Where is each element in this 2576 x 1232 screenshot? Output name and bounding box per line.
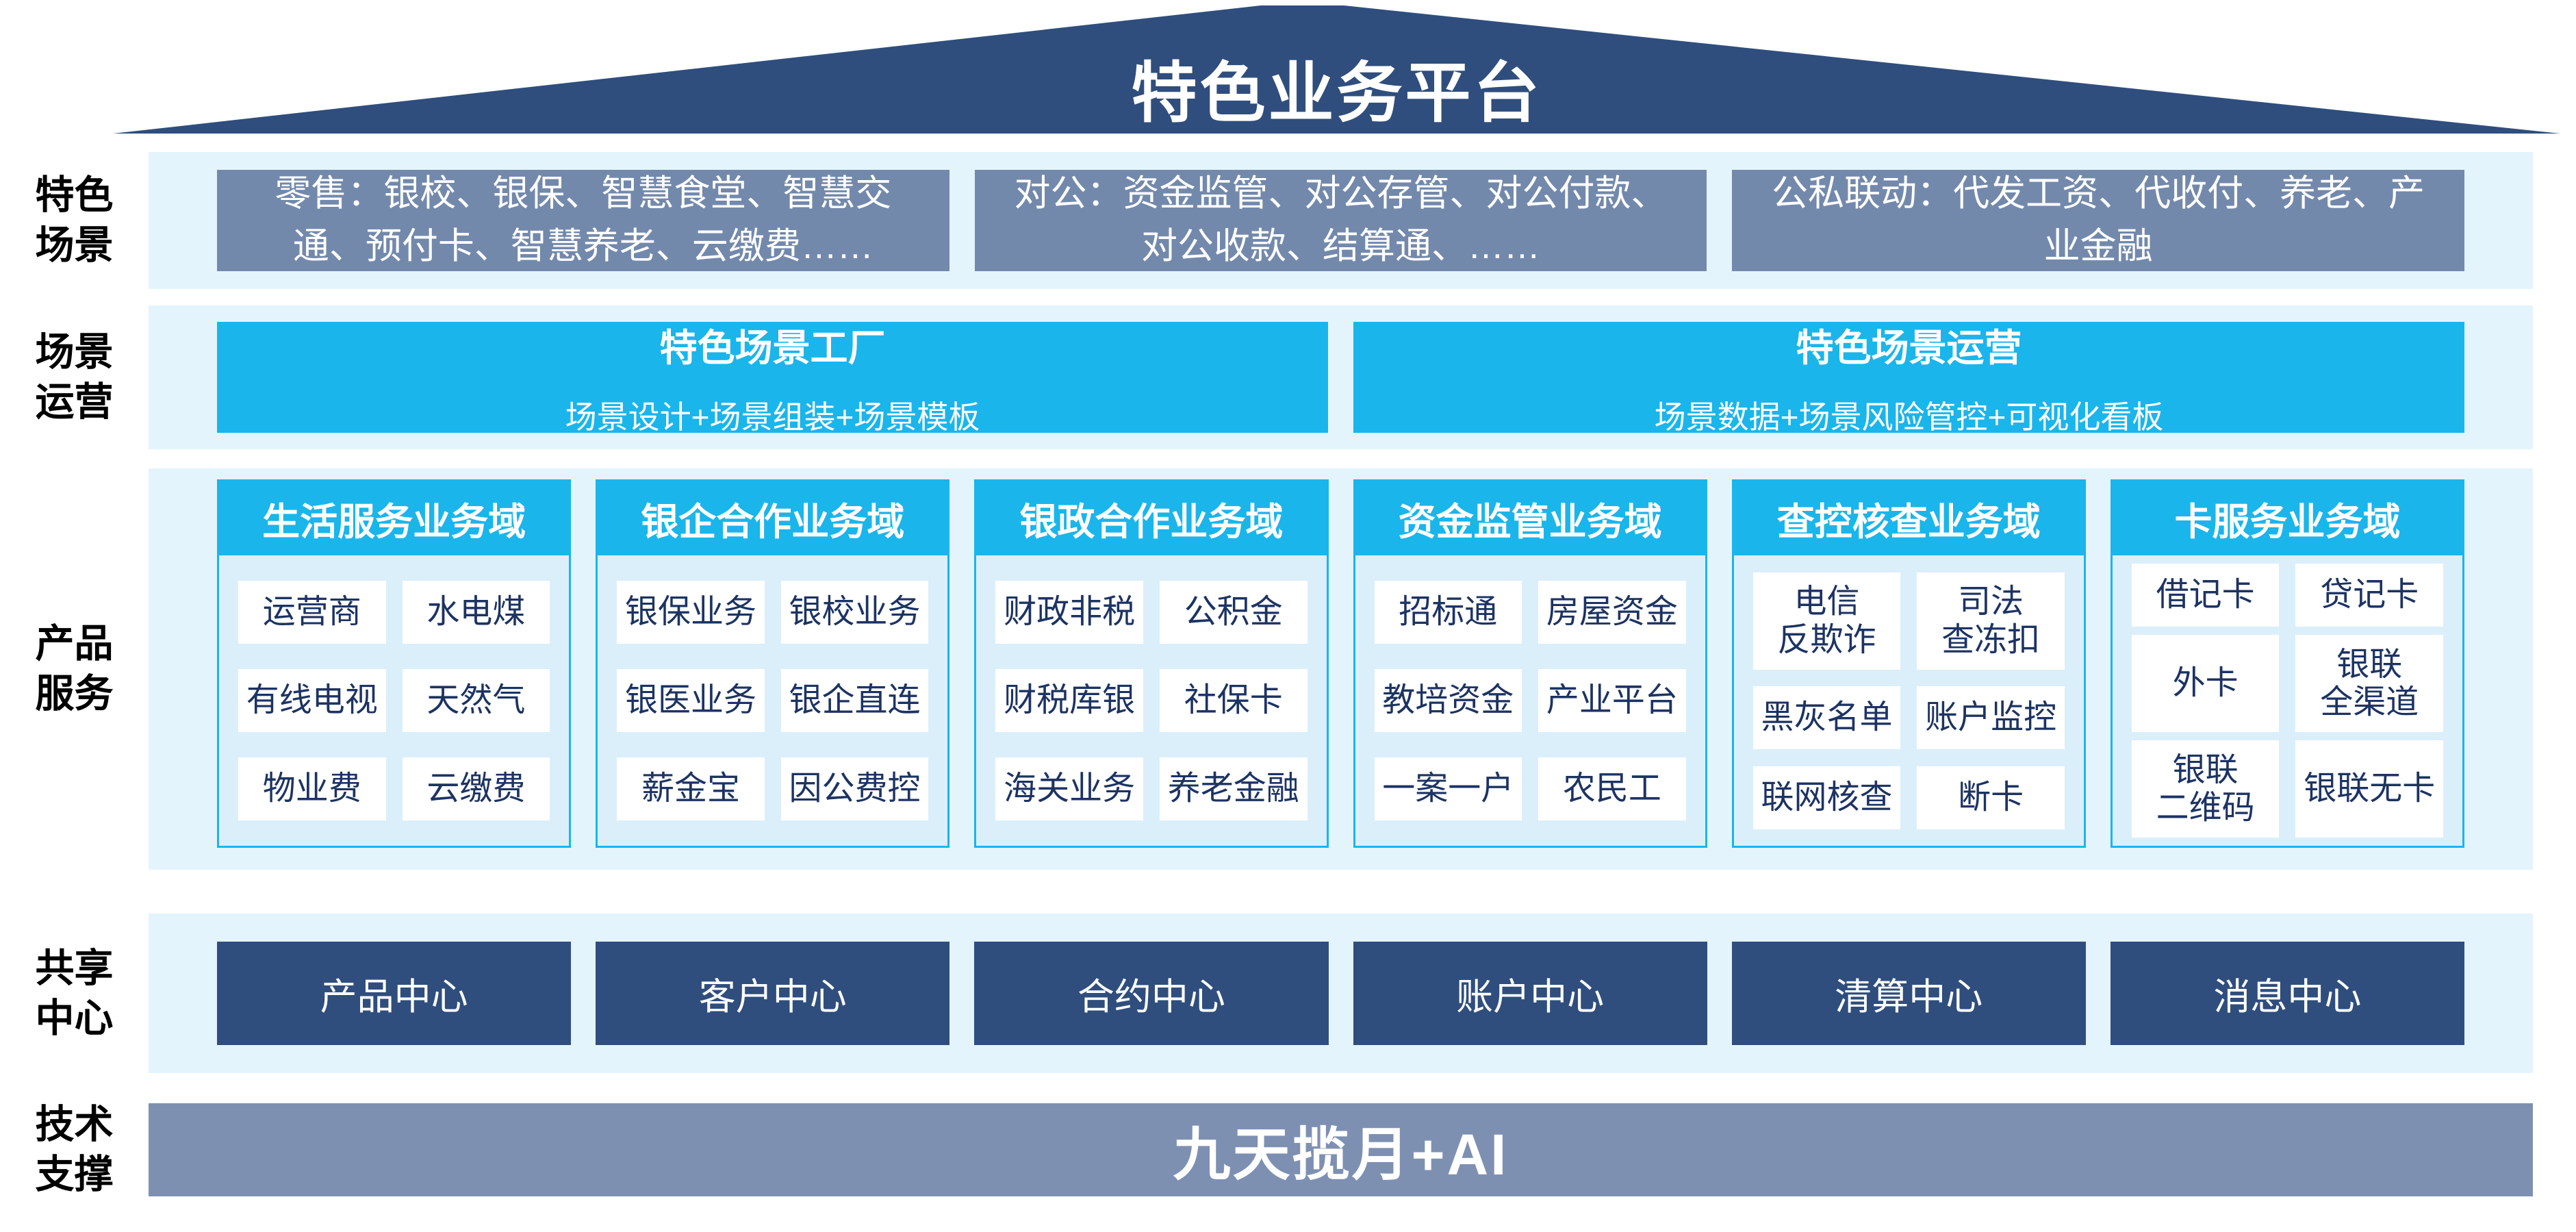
service-item: 物业费 [238,757,386,820]
scene-box-corporate: 对公：资金监管、对公存管、对公付款、对公收款、结算通、…… [974,170,1707,271]
service-item: 财税库银 [995,669,1143,732]
center-box-clearing: 清算中心 [1731,942,2086,1045]
center-box-message: 消息中心 [2110,942,2465,1045]
service-item: 外卡 [2131,635,2280,732]
service-item: 借记卡 [2131,564,2280,627]
column-header: 卡服务业务域 [2112,481,2463,555]
service-item: 社保卡 [1159,669,1308,732]
item-row: 招标通 房屋资金 [1374,581,1686,644]
item-row: 财税库银 社保卡 [995,669,1308,732]
scene-operation-subtitle: 场景数据+场景风险管控+可视化看板 [1654,399,2164,435]
service-item: 联网核查 [1752,766,1901,829]
service-item: 养老金融 [1159,757,1308,820]
service-item: 因公费控 [780,757,929,820]
scene-box-public-private: 公私联动：代发工资、代收付、养老、产业金融 [1732,170,2465,271]
service-item: 云缴费 [402,757,550,820]
item-row: 银医业务 银企直连 [617,669,929,732]
service-column-bank-enterprise: 银企合作业务域 银保业务 银校业务 银医业务 银企直连 薪金宝 因公费控 [596,479,950,848]
service-item: 公积金 [1159,581,1308,644]
column-body: 借记卡 贷记卡 外卡 银联 全渠道 银联 二维码 银联无卡 [2113,555,2462,846]
service-item: 房屋资金 [1538,581,1686,644]
column-body: 招标通 房屋资金 教培资金 产业平台 一案一户 农民工 [1355,555,1705,846]
service-item: 农民工 [1538,757,1686,820]
platform-title: 特色业务平台 [1131,57,1542,130]
scene-factory-box: 特色场景工厂 场景设计+场景组装+场景模板 [217,322,1328,435]
service-item: 银医业务 [617,669,765,732]
item-row: 黑灰名单 账户监控 [1752,686,2065,749]
service-item: 有线电视 [238,669,386,732]
service-item: 司法 查冻扣 [1917,572,2065,670]
service-item: 银企直连 [780,669,929,732]
service-item: 银联无卡 [2295,740,2444,838]
center-box-account: 账户中心 [1353,942,1707,1045]
row-label-sharing: 共享 中心 [35,946,114,1040]
item-row: 运营商 水电煤 [238,581,550,644]
service-item: 海关业务 [995,757,1143,820]
service-item: 一案一户 [1374,757,1522,820]
service-item: 水电煤 [402,581,550,644]
tech-platform-box: 九天揽月+AI [149,1103,2533,1196]
scene-factory-title: 特色场景工厂 [659,327,886,369]
scene-box-retail: 零售：银校、银保、智慧食堂、智慧交通、预付卡、智慧养老、云缴费…… [217,170,949,271]
row-label-operation: 场景 运营 [35,330,114,424]
item-row: 海关业务 养老金融 [995,757,1308,820]
column-header: 资金监管业务域 [1355,481,1705,555]
item-row: 银联 二维码 银联无卡 [2131,740,2444,838]
item-row: 物业费 云缴费 [238,757,550,820]
item-row: 有线电视 天然气 [238,669,550,732]
service-item: 电信 反欺诈 [1752,572,1901,670]
service-item: 银校业务 [780,581,929,644]
operation-band: 特色场景工厂 场景设计+场景组装+场景模板 特色场景运营 场景数据+场景风险管控… [149,305,2533,449]
item-row: 电信 反欺诈 司法 查冻扣 [1752,572,2065,670]
column-header: 银企合作业务域 [598,481,948,555]
column-body: 财政非税 公积金 财税库银 社保卡 海关业务 养老金融 [976,555,1326,846]
row-label-products: 产品 服务 [35,622,114,716]
service-column-bank-government: 银政合作业务域 财政非税 公积金 财税库银 社保卡 海关业务 养老金融 [974,479,1329,848]
service-item: 教培资金 [1374,669,1522,732]
service-column-inquiry-control: 查控核查业务域 电信 反欺诈 司法 查冻扣 黑灰名单 账户监控 联网核查 断卡 [1731,479,2086,848]
service-item: 银联 全渠道 [2295,635,2444,732]
scene-operation-box: 特色场景运营 场景数据+场景风险管控+可视化看板 [1353,322,2464,435]
item-row: 薪金宝 因公费控 [617,757,929,820]
center-box-customer: 客户中心 [596,942,950,1045]
item-row: 一案一户 农民工 [1374,757,1686,820]
item-row: 教培资金 产业平台 [1374,669,1686,732]
row-label-scenes: 特色 场景 [35,173,114,267]
service-item: 断卡 [1917,766,2065,829]
service-column-card-service: 卡服务业务域 借记卡 贷记卡 外卡 银联 全渠道 银联 二维码 银联无卡 [2110,479,2465,848]
scene-factory-subtitle: 场景设计+场景组装+场景模板 [565,399,980,435]
products-band: 生活服务业务域 运营商 水电煤 有线电视 天然气 物业费 云缴费 银企合作业务域 [149,468,2533,870]
service-item: 运营商 [238,581,386,644]
column-body: 银保业务 银校业务 银医业务 银企直连 薪金宝 因公费控 [598,555,947,846]
service-item: 账户监控 [1917,686,2065,749]
service-item: 银保业务 [617,581,765,644]
service-item: 银联 二维码 [2131,740,2280,838]
item-row: 联网核查 断卡 [1752,766,2065,829]
service-column-fund-supervision: 资金监管业务域 招标通 房屋资金 教培资金 产业平台 一案一户 农民工 [1353,479,1707,848]
service-item: 招标通 [1374,581,1522,644]
column-header: 查控核查业务域 [1733,481,2084,555]
item-row: 银保业务 银校业务 [617,581,929,644]
sharing-band: 产品中心 客户中心 合约中心 账户中心 清算中心 消息中心 [149,914,2533,1073]
center-box-contract: 合约中心 [974,942,1329,1045]
platform-roof: 特色业务平台 [113,5,2560,134]
column-body: 运营商 水电煤 有线电视 天然气 物业费 云缴费 [219,555,569,846]
item-row: 借记卡 贷记卡 [2131,564,2444,627]
row-label-tech: 技术 支撑 [35,1103,114,1196]
column-header: 银政合作业务域 [976,481,1327,555]
item-row: 财政非税 公积金 [995,581,1308,644]
scenes-band: 零售：银校、银保、智慧食堂、智慧交通、预付卡、智慧养老、云缴费…… 对公：资金监… [149,152,2533,289]
service-item: 贷记卡 [2295,564,2444,627]
service-item: 薪金宝 [617,757,765,820]
service-item: 天然气 [402,669,550,732]
column-header: 生活服务业务域 [219,481,570,555]
item-row: 外卡 银联 全渠道 [2131,635,2444,732]
service-column-life: 生活服务业务域 运营商 水电煤 有线电视 天然气 物业费 云缴费 [217,479,572,848]
center-box-product: 产品中心 [217,942,572,1045]
service-item: 产业平台 [1538,669,1686,732]
column-body: 电信 反欺诈 司法 查冻扣 黑灰名单 账户监控 联网核查 断卡 [1734,555,2084,846]
scene-operation-title: 特色场景运营 [1796,327,2022,369]
service-item: 财政非税 [995,581,1143,644]
service-item: 黑灰名单 [1752,686,1901,749]
